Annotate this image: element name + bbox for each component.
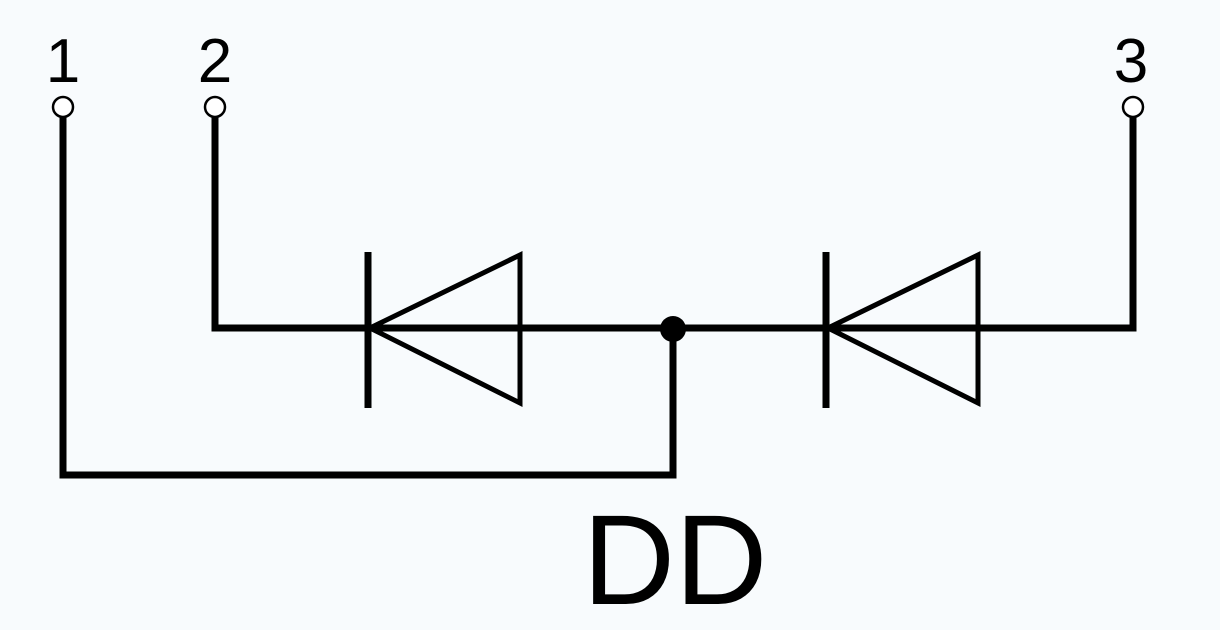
terminal-2-pin xyxy=(203,95,227,119)
circuit-label: DD xyxy=(583,489,768,630)
diode-1 xyxy=(364,251,523,408)
terminal-3-pin xyxy=(1121,95,1145,119)
terminal-3-label: 3 xyxy=(1114,27,1148,96)
diode-1-triangle xyxy=(364,251,523,408)
terminal-1-pin xyxy=(51,95,75,119)
terminal-1-label: 1 xyxy=(46,27,80,96)
wire-terminal-2 xyxy=(211,117,368,332)
junction-dot xyxy=(660,316,686,342)
wire-terminal-3 xyxy=(978,117,1137,332)
terminal-2-label: 2 xyxy=(198,27,232,96)
diode-2-triangle xyxy=(822,251,981,408)
wire-terminal-1 xyxy=(59,117,677,479)
diode-2 xyxy=(822,251,981,408)
